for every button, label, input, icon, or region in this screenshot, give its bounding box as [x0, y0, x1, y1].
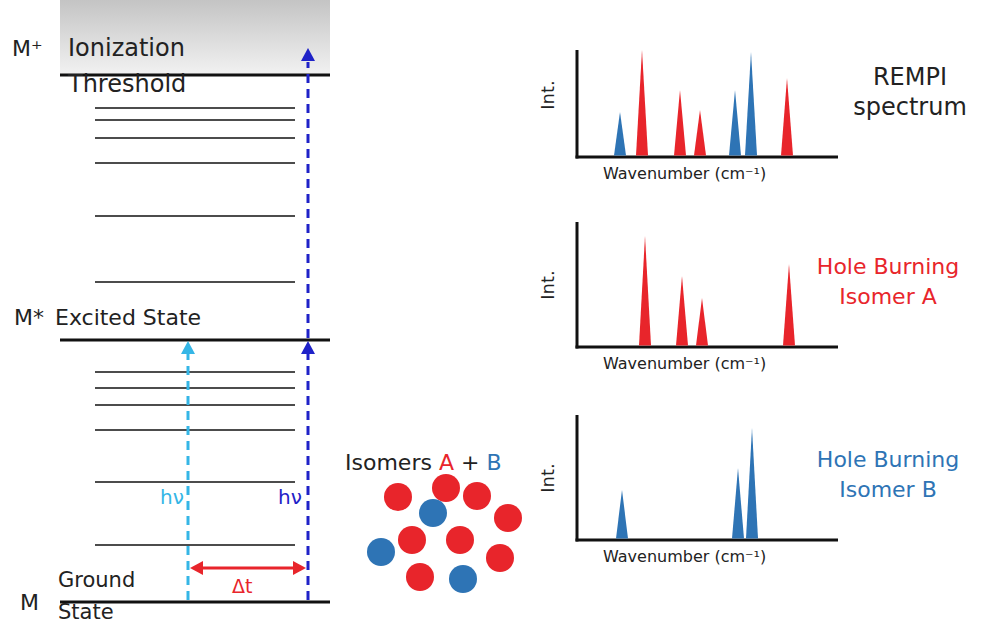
photon-label: hν — [278, 486, 302, 508]
isomer-b-molecule — [419, 499, 447, 527]
spectral-peak — [614, 112, 626, 156]
sample-word: Isomers — [345, 450, 432, 475]
isomer-a-molecule — [446, 526, 474, 554]
energy-level — [95, 119, 295, 120]
energy-level — [95, 481, 295, 482]
spectral-peak — [745, 52, 757, 156]
photon-label: hν — [160, 486, 184, 508]
energy-level — [95, 544, 295, 545]
energy-level — [95, 429, 295, 430]
energy-level — [95, 162, 295, 163]
spectral-peak — [639, 236, 651, 346]
x-axis — [576, 539, 839, 542]
photon-arrow — [307, 62, 310, 338]
spectrum-title: Hole Burning Isomer A — [800, 252, 976, 312]
excited-state-line — [60, 339, 330, 342]
arrowhead — [293, 561, 306, 575]
isomer-b-molecule — [449, 565, 477, 593]
photon-arrow — [187, 354, 190, 600]
spectral-peak — [674, 90, 686, 156]
delay-label: Δt — [232, 575, 252, 597]
energy-level — [95, 387, 295, 388]
energy-level — [95, 107, 295, 108]
level-name: Ground State — [58, 564, 158, 628]
isomer-a-molecule — [494, 504, 522, 532]
axis-title: Int. — [538, 270, 559, 300]
sample-word: B — [486, 450, 501, 475]
axis-title: Wavenumber (cm⁻¹) — [603, 355, 766, 373]
axis-title: Int. — [538, 80, 559, 110]
isomer-a-molecule — [463, 482, 491, 510]
energy-level — [95, 404, 295, 405]
state-symbol: M⁺ — [12, 36, 43, 61]
arrowhead — [301, 341, 315, 354]
spectral-peak — [746, 428, 758, 539]
photon-arrow — [307, 354, 310, 600]
isomer-a-molecule — [432, 474, 460, 502]
spectral-peak — [636, 50, 648, 156]
x-axis — [576, 346, 839, 349]
level-name: Excited State — [55, 305, 201, 330]
state-symbol: M* — [14, 305, 44, 330]
axis-title: Wavenumber (cm⁻¹) — [603, 165, 766, 183]
sample-label: Isomers A + B — [345, 450, 501, 475]
axis-title: Int. — [538, 463, 559, 493]
spectral-peak — [696, 298, 708, 346]
y-axis — [576, 415, 579, 542]
level-name: Ionization Threshold — [68, 30, 218, 102]
spectrum-title: Hole Burning Isomer B — [800, 445, 976, 505]
spectral-peak — [732, 468, 744, 539]
spectral-peak — [783, 264, 795, 346]
isomer-a-molecule — [486, 544, 514, 572]
arrowhead — [301, 48, 315, 61]
energy-level — [95, 281, 295, 282]
energy-level — [95, 215, 295, 216]
spectral-peak — [729, 90, 741, 156]
state-symbol: M — [20, 590, 39, 615]
isomer-a-molecule — [384, 483, 412, 511]
spectral-peak — [616, 490, 628, 539]
energy-level — [95, 137, 295, 138]
sample-word: + — [461, 450, 479, 475]
y-axis — [576, 50, 579, 159]
isomer-b-molecule — [367, 538, 395, 566]
arrowhead — [190, 561, 203, 575]
isomer-a-molecule — [398, 526, 426, 554]
y-axis — [576, 222, 579, 349]
spectral-peak — [676, 276, 688, 346]
energy-level — [95, 371, 295, 372]
x-axis — [576, 156, 839, 159]
axis-title: Wavenumber (cm⁻¹) — [603, 548, 766, 566]
delay-arrow — [200, 567, 296, 570]
arrowhead — [181, 341, 195, 354]
spectrum-title: REMPI spectrum — [845, 62, 975, 122]
sample-word: A — [439, 450, 454, 475]
spectral-peak — [694, 110, 706, 156]
isomer-a-molecule — [406, 563, 434, 591]
spectral-peak — [781, 78, 793, 156]
